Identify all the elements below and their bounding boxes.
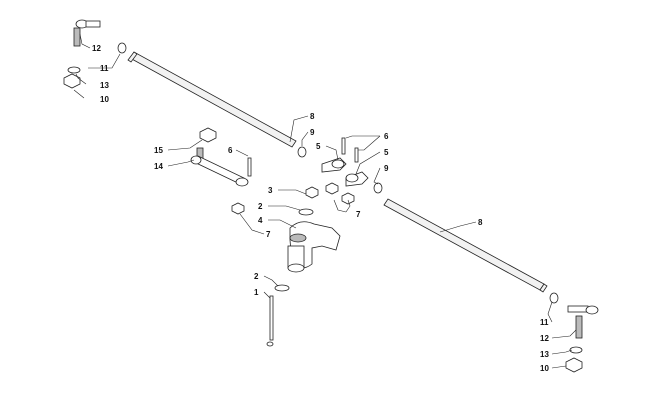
tie-rod-end-lower-right [549,292,599,373]
callout-10-lower: 10 [540,364,549,373]
tie-rod-end-upper-left [63,19,127,89]
tie-rod-upper [127,51,297,148]
callout-15: 15 [154,146,163,155]
callout-3: 3 [268,186,273,195]
callout-12-upper: 12 [92,44,101,53]
callout-1: 1 [254,288,259,297]
callout-11-upper: 11 [100,64,109,73]
callout-9-center: 9 [384,164,389,173]
callout-11-lower: 11 [540,318,549,327]
tie-rod-lower [383,198,548,293]
callout-2-upper: 2 [258,202,263,211]
callout-8-lower: 8 [478,218,483,227]
callout-6-left: 6 [228,146,233,155]
steering-column-bracket [266,186,341,347]
callout-14: 14 [154,162,163,171]
callout-8-upper: 8 [310,112,315,121]
callout-2-lower: 2 [254,272,259,281]
callout-7-left: 7 [266,230,271,239]
drag-link-arm [190,127,252,215]
center-joint-assembly [297,137,383,205]
callout-12-lower: 12 [540,334,549,343]
leader-lines [73,33,577,369]
callout-13-upper: 13 [100,81,109,90]
callout-5-right: 5 [384,148,389,157]
callout-labels: 12 11 13 10 8 9 6 5 15 14 6 7 9 5 7 3 2 … [92,44,549,373]
callout-5-left: 5 [316,142,321,151]
callout-13-lower: 13 [540,350,549,359]
callout-4: 4 [258,216,263,225]
callout-6-right: 6 [384,132,389,141]
callout-9-upper: 9 [310,128,315,137]
callout-7-hidden: 7 [356,210,361,219]
callout-10-upper: 10 [100,95,109,104]
